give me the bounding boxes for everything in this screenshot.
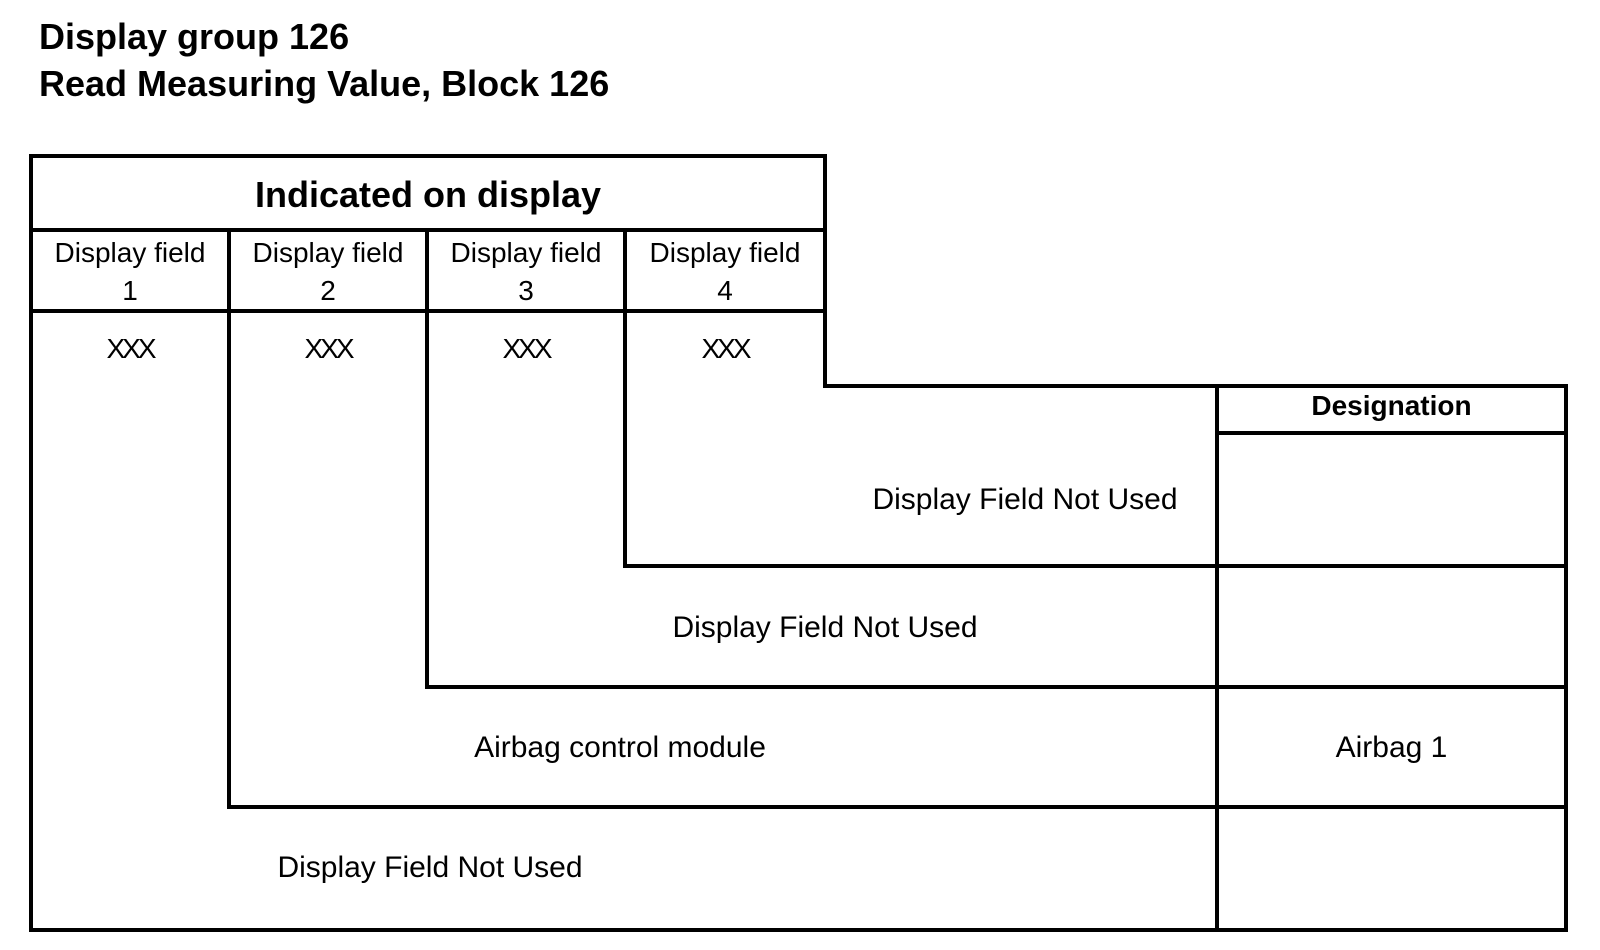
field-value-1: XXX <box>106 333 156 364</box>
field-header-2: Display field 2 <box>231 234 425 310</box>
page-subtitle: Read Measuring Value, Block 126 <box>39 63 610 104</box>
page-title: Display group 126 <box>39 16 350 57</box>
field-header-number: 3 <box>518 275 534 306</box>
field-header-1: Display field 1 <box>33 234 227 310</box>
field-header-number: 4 <box>717 275 733 306</box>
designation-header: Designation <box>1311 390 1472 421</box>
row-label-field-2: Airbag control module <box>474 731 766 764</box>
row-label-field-1: Display Field Not Used <box>277 851 583 884</box>
row-label-field-4: Display Field Not Used <box>872 483 1178 516</box>
field-header-label: Display field <box>450 237 602 268</box>
field-header-label: Display field <box>649 237 801 268</box>
field-header-3: Display field 3 <box>429 234 623 310</box>
indicated-header: Indicated on display <box>254 174 602 215</box>
field-header-4: Display field 4 <box>627 234 823 310</box>
field-header-label: Display field <box>54 237 206 268</box>
field-header-label: Display field <box>252 237 404 268</box>
field-value-4: XXX <box>701 333 751 364</box>
designation-cell-field-2: Airbag 1 <box>1335 731 1448 764</box>
field-header-number: 1 <box>122 275 138 306</box>
row-label-field-3: Display Field Not Used <box>672 611 978 644</box>
field-value-3: XXX <box>502 333 552 364</box>
field-header-number: 2 <box>320 275 336 306</box>
field-value-2: XXX <box>304 333 354 364</box>
